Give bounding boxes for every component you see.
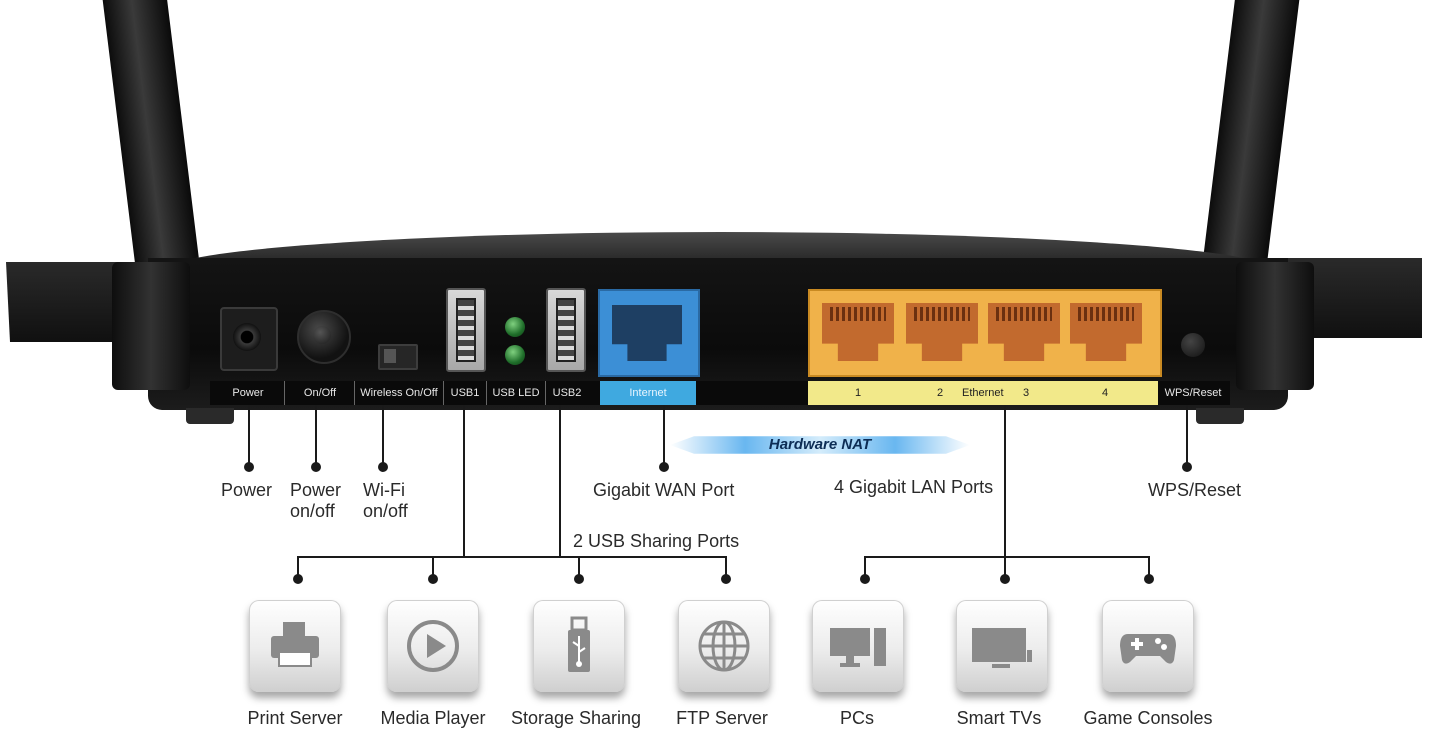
lan-tree-line — [1004, 405, 1006, 557]
usb-branch-ftp — [725, 556, 727, 578]
tile-label-storage-sharing: Storage Sharing — [510, 708, 642, 728]
right-foot — [1196, 408, 1244, 424]
callout-line-power — [248, 405, 250, 467]
tile-game-consoles — [1102, 600, 1194, 692]
panel-label-wireless: Wireless On/Off — [354, 381, 443, 405]
callout-power-onoff-line2: on/off — [290, 501, 335, 521]
tile-print-server — [249, 600, 341, 692]
right-antenna-base — [1236, 262, 1314, 390]
tile-label-pcs: PCs — [839, 708, 874, 728]
callout-dot-power — [244, 462, 254, 472]
usb-branch-dot-print — [293, 574, 303, 584]
usb-led-bottom — [505, 345, 525, 365]
lan-tree-bus — [864, 556, 1150, 558]
usb-branch-storage — [578, 556, 580, 578]
lan-branch-dot-tvs — [1000, 574, 1010, 584]
desktop-pc-icon — [830, 628, 886, 667]
tile-storage-sharing — [533, 600, 625, 692]
callout-power-onoff-line1: Power — [290, 480, 342, 500]
lan-branch-pcs — [864, 556, 866, 578]
panel-label-eth2: 2 — [937, 387, 944, 399]
panel-label-usb2: USB2 — [545, 381, 588, 405]
left-foot — [186, 408, 234, 424]
callout-line-wps — [1186, 405, 1188, 467]
panel-label-usb-led: USB LED — [486, 381, 545, 405]
usb-led-top — [505, 317, 525, 337]
callout-lan: 4 Gigabit LAN Ports — [834, 477, 994, 497]
printer-icon — [271, 622, 319, 667]
usb-branch-dot-storage — [574, 574, 584, 584]
usb1-tree-line — [463, 405, 465, 557]
usb-branch-dot-media — [428, 574, 438, 584]
play-icon — [407, 620, 459, 672]
panel-label-power: Power — [232, 387, 264, 399]
power-button — [297, 310, 351, 364]
callout-wifi-line2: on/off — [363, 501, 408, 521]
lan-branch-tvs — [1004, 556, 1006, 578]
panel-label-onoff: On/Off — [284, 381, 355, 405]
callout-dot-onoff — [311, 462, 321, 472]
callout-power: Power — [221, 480, 273, 500]
usb-branch-print — [297, 556, 299, 578]
tile-label-ftp-server: FTP Server — [676, 708, 768, 728]
panel-label-usb1: USB1 — [443, 381, 486, 405]
callout-line-onoff — [315, 405, 317, 467]
hardware-nat-text: Hardware NAT — [768, 436, 872, 453]
panel-label-wps: WPS/Reset — [1164, 387, 1222, 399]
tile-smart-tvs — [956, 600, 1048, 692]
tile-pcs — [812, 600, 904, 692]
tv-icon — [972, 628, 1032, 668]
lan-branch-games — [1148, 556, 1150, 578]
panel-label-internet: Internet — [600, 381, 696, 405]
tile-ftp-server — [678, 600, 770, 692]
panel-label-eth4: 4 — [1102, 387, 1109, 399]
callout-wifi-line1: Wi-Fi — [363, 480, 405, 500]
tile-label-game-consoles: Game Consoles — [1083, 708, 1213, 728]
tile-media-player — [387, 600, 479, 692]
panel-label-eth3: 3 — [1023, 387, 1030, 399]
usb-branch-media — [432, 556, 434, 578]
wps-reset-button — [1181, 333, 1205, 357]
gamepad-icon — [1120, 634, 1176, 664]
callout-dot-wps — [1182, 462, 1192, 472]
callout-dot-wifi — [378, 462, 388, 472]
ethernet-label-strip — [808, 381, 1158, 405]
lan-branch-dot-games — [1144, 574, 1154, 584]
callout-line-wan — [663, 405, 665, 467]
tile-label-print-server: Print Server — [247, 708, 343, 728]
wireless-switch — [378, 344, 418, 370]
tile-label-media-player: Media Player — [380, 708, 486, 728]
panel-label-eth1: 1 — [855, 387, 862, 399]
callout-wan: Gigabit WAN Port — [593, 480, 735, 500]
usb1-port — [446, 288, 486, 372]
globe-icon — [698, 620, 750, 672]
wan-port — [598, 289, 700, 377]
usb2-tree-line — [559, 405, 561, 557]
usb-drive-icon — [568, 616, 590, 672]
power-jack — [220, 307, 278, 371]
hardware-nat-banner — [670, 436, 970, 454]
left-antenna-base — [112, 262, 190, 390]
usb-branch-dot-ftp — [721, 574, 731, 584]
callout-usb-sharing: 2 USB Sharing Ports — [573, 531, 740, 551]
callout-line-wifi — [382, 405, 384, 467]
callout-dot-wan — [659, 462, 669, 472]
panel-label-ethernet: Ethernet — [962, 387, 1004, 399]
lan-branch-dot-pcs — [860, 574, 870, 584]
usb-tree-bus — [297, 556, 727, 558]
usb2-port — [546, 288, 586, 372]
callout-wps: WPS/Reset — [1148, 480, 1242, 500]
tile-label-smart-tvs: Smart TVs — [956, 708, 1042, 728]
